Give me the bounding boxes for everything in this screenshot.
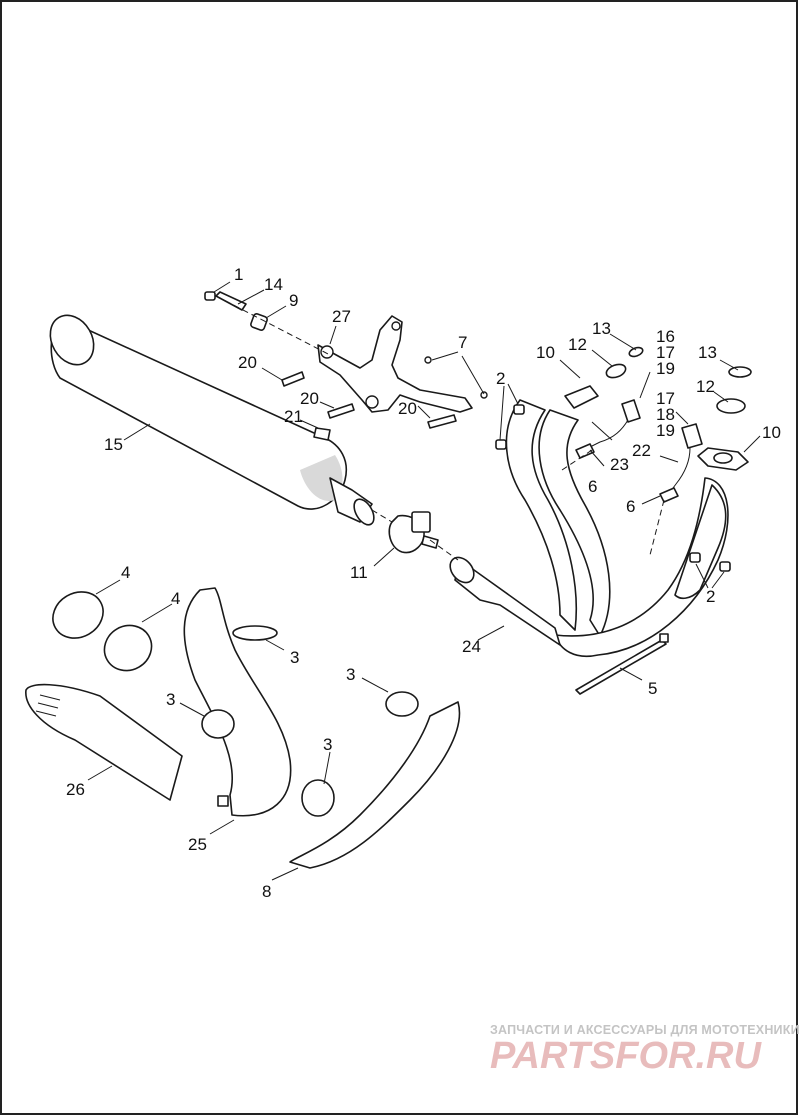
callout-6-a: 6 [588,477,597,496]
callout-3-d: 3 [323,735,332,754]
callout-24: 24 [462,637,481,656]
callout-20-c: 20 [398,399,417,418]
callout-6-b: 6 [626,497,635,516]
heat-shield-8 [289,701,461,869]
gasket-parts [605,346,752,414]
watermark-logo: PARTSFOR.RU [490,1035,762,1077]
callout-13-b: 13 [698,343,717,362]
callout-21: 21 [284,407,303,426]
callout-22: 22 [632,441,651,460]
callout-2-b: 2 [706,587,715,606]
callout-8: 8 [262,882,271,901]
callout-10-b: 10 [762,423,781,442]
heat-shield-26 [25,683,183,801]
callout-5: 5 [648,679,657,698]
callout-15: 15 [104,435,123,454]
callout-19-b: 19 [656,421,675,440]
callout-23: 23 [610,455,629,474]
callout-17-a: 17 [656,343,675,362]
callout-18: 18 [656,405,675,424]
callout-13-a: 13 [592,319,611,338]
callout-labels: 1 14 9 27 20 7 20 21 20 15 13 16 17 19 1… [66,265,781,901]
callout-12-a: 12 [568,335,587,354]
callout-3-c: 3 [346,665,355,684]
heat-shield-25 [183,587,292,817]
oxygen-sensor-parts [575,399,703,503]
callout-26: 26 [66,780,85,799]
callout-12-b: 12 [696,377,715,396]
watermark-tagline: ЗАПЧАСТИ И АКСЕССУАРЫ ДЛЯ МОТОТЕХНИКИ [490,1023,800,1037]
header-pipe-part [449,385,749,657]
callout-2-a: 2 [496,369,505,388]
callout-4-a: 4 [121,563,130,582]
cable-tie-part [575,633,669,695]
callout-9: 9 [289,291,298,310]
callout-17-b: 17 [656,389,675,408]
callout-25: 25 [188,835,207,854]
clamp-part [388,511,439,554]
callout-16: 16 [656,327,675,346]
leader-lines [87,281,761,881]
callout-20-a: 20 [238,353,257,372]
callout-3-b: 3 [166,690,175,709]
callout-20-b: 20 [300,389,319,408]
mount-bracket-part [317,315,473,413]
alignment-dashes [215,295,665,561]
muffler-part [49,314,375,526]
callout-1: 1 [234,265,243,284]
callout-14: 14 [264,275,283,294]
callout-19-a: 19 [656,359,675,378]
callout-3-a: 3 [290,648,299,667]
watermark: ЗАПЧАСТИ И АКСЕССУАРЫ ДЛЯ МОТОТЕХНИКИ PA… [490,1023,800,1077]
callout-7: 7 [458,333,467,352]
hose-clamp-parts [52,591,419,817]
callout-4-b: 4 [171,589,180,608]
callout-11: 11 [350,563,368,582]
callout-10-a: 10 [536,343,555,362]
bolt-hardware [204,291,488,441]
callout-27: 27 [332,307,351,326]
nut-parts [495,404,731,572]
